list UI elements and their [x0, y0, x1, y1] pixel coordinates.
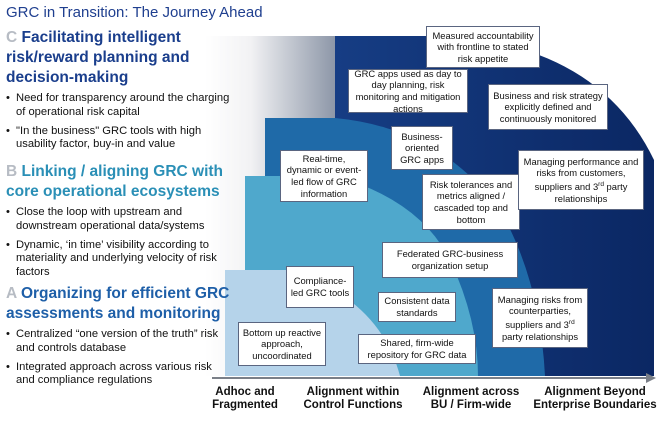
section-c-bullets: • Need for transparency around the chargi…: [6, 92, 230, 157]
box-managing-risks-text: Managing risks from counterparties, supp…: [496, 294, 584, 343]
bullet-text: Close the loop with upstream and downstr…: [16, 206, 205, 232]
axis-stage-2-line1: Alignment within: [306, 386, 400, 398]
page-title: GRC in Transition: The Journey Ahead: [6, 4, 263, 21]
box-text-part: Managing performance and risks from cust…: [523, 155, 639, 193]
box-bottom-up: Bottom up reactive approach, uncoordinat…: [238, 322, 326, 366]
section-c-letter: C: [6, 29, 18, 46]
section-c-title: C Facilitating intelligent risk/reward p…: [6, 28, 189, 88]
axis-stage-3-line2: BU / Firm-wide: [430, 399, 512, 411]
box-text-part: party relationships: [501, 330, 579, 342]
section-c-title-line1: Facilitating intelligent: [21, 29, 181, 46]
box-text-part: party relationships: [554, 181, 628, 204]
bullet-text: "In the business" GRC tools with high us…: [16, 124, 202, 151]
box-managing-performance-text: Managing performance and risks from cust…: [522, 156, 640, 205]
box-consistent-data: Consistent data standards: [378, 292, 456, 322]
box-text-part: Managing risks from counterparties, supp…: [497, 293, 583, 331]
bullet-item: • Close the loop with upstream and downst…: [6, 206, 230, 234]
bullet-item: • "In the business" GRC tools with high u…: [6, 125, 230, 153]
bullet-text: Need for transparency around the chargin…: [16, 92, 230, 118]
box-real-time: Real-time, dynamic or event-led flow of …: [280, 150, 368, 202]
box-compliance-led: Compliance-led GRC tools: [286, 266, 354, 308]
bullet-symbol: •: [6, 206, 10, 218]
bullet-text: Dynamic, ‘in time’ visibility according …: [16, 238, 217, 279]
section-b-letter: B: [6, 163, 18, 180]
box-grc-apps-day-to-day: GRC apps used as day to day planning, ri…: [348, 68, 468, 114]
bullet-item: • Centralized “one version of the truth” …: [6, 328, 230, 356]
axis-stage-3-line1: Alignment across: [422, 386, 520, 398]
axis-stage-2-line2: Control Functions: [303, 399, 403, 411]
box-managing-risks: Managing risks from counterparties, supp…: [492, 288, 588, 348]
bullet-item: • Dynamic, ‘in time’ visibility according…: [6, 239, 230, 280]
section-a-title-line2: assessments and monitoring: [6, 305, 221, 322]
box-measured-accountability: Measured accountability with frontline t…: [426, 26, 540, 68]
superscript: rd: [568, 318, 575, 326]
axis-stage-3: Alignment across BU / Firm-wide: [416, 386, 526, 412]
section-b-bullets: • Close the loop with upstream and downst…: [6, 206, 230, 285]
axis-stage-4-line2: Enterprise Boundaries: [533, 399, 657, 411]
box-shared-repository: Shared, firm-wide repository for GRC dat…: [358, 334, 476, 364]
bullet-text: Centralized “one version of the truth” r…: [16, 328, 219, 354]
section-b-title: B Linking / aligning GRC with core opera…: [6, 162, 223, 202]
axis-stage-1-line2: Fragmented: [212, 399, 278, 411]
axis-stage-2: Alignment within Control Functions: [294, 386, 412, 412]
bullet-symbol: •: [6, 92, 10, 104]
section-b-title-line1: Linking / aligning GRC with: [21, 163, 224, 180]
section-b-title-line2: core operational ecosystems: [6, 183, 220, 200]
section-a-bullets: • Centralized “one version of the truth” …: [6, 328, 230, 393]
superscript: rd: [598, 180, 604, 188]
box-business-oriented: Business-oriented GRC apps: [391, 126, 453, 170]
box-federated: Federated GRC-business organization setu…: [382, 242, 518, 278]
bullet-symbol: •: [6, 360, 10, 373]
bullet-item: • Integrated approach across various risk…: [6, 361, 230, 389]
bullet-symbol: •: [6, 124, 10, 137]
axis-stage-1: Adhoc and Fragmented: [205, 386, 285, 412]
section-a-title: A Organizing for efficient GRC assessmen…: [6, 284, 229, 324]
axis-stage-4-line1: Alignment Beyond: [544, 386, 646, 398]
axis-arrowhead: [646, 373, 656, 383]
axis-stage-4: Alignment Beyond Enterprise Boundaries: [528, 386, 662, 412]
section-c-title-line3: decision-making: [6, 69, 129, 86]
section-c-title-line2: risk/reward planning and: [6, 49, 190, 66]
box-risk-tolerances: Risk tolerances and metrics aligned / ca…: [422, 174, 520, 230]
axis-stage-1-line1: Adhoc and: [215, 386, 275, 398]
bullet-symbol: •: [6, 238, 10, 251]
bullet-symbol: •: [6, 328, 10, 340]
section-a-title-line1: Organizing for efficient GRC: [20, 285, 230, 302]
box-managing-performance: Managing performance and risks from cust…: [518, 150, 644, 210]
bullet-item: • Need for transparency around the chargi…: [6, 92, 230, 120]
section-a-letter: A: [6, 285, 17, 302]
box-business-risk-strategy: Business and risk strategy explicitly de…: [488, 84, 608, 130]
bullet-text: Integrated approach across various risk …: [16, 360, 212, 387]
